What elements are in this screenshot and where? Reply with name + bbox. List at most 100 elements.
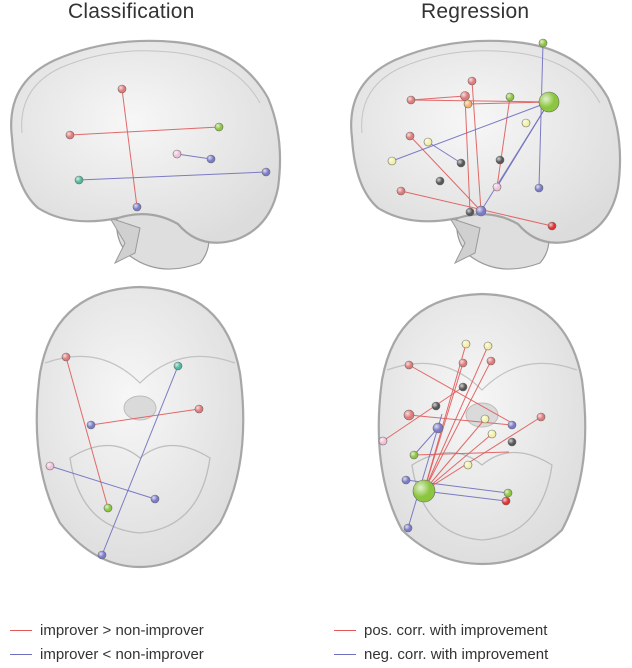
pons-shape — [123, 395, 157, 421]
node-highlight — [487, 357, 495, 365]
node-highlight — [468, 77, 476, 85]
legend-item-improver-greater: improver > non-improver — [10, 622, 204, 639]
node-highlight — [457, 159, 465, 167]
cortex-contour — [361, 50, 601, 134]
node-highlight — [262, 168, 270, 176]
node-highlight — [484, 342, 492, 350]
node-highlight — [436, 177, 444, 185]
legend-blue-line — [10, 654, 32, 655]
node-highlight — [404, 524, 412, 532]
node-highlight — [548, 222, 556, 230]
node-highlight — [75, 176, 83, 184]
node-highlight — [537, 413, 545, 421]
positive-connection-line — [423, 418, 486, 492]
node-highlight — [388, 157, 396, 165]
node-highlight — [407, 96, 415, 104]
node-highlight — [466, 208, 474, 216]
temporal-contour — [386, 362, 578, 391]
node-highlight — [432, 402, 440, 410]
positive-connection-line — [496, 96, 511, 188]
node-highlight — [539, 39, 547, 47]
node-highlight — [118, 85, 126, 93]
positive-connection-line — [410, 99, 550, 103]
regression-sagittal-view — [350, 38, 622, 270]
node-highlight — [424, 138, 432, 146]
positive-connection-line — [464, 95, 471, 213]
cerebellum-contour — [69, 445, 211, 534]
node-highlight — [195, 405, 203, 413]
node-highlight — [62, 353, 70, 361]
node-highlight — [46, 462, 54, 470]
positive-connection-line — [121, 88, 138, 208]
skull-outline-shape — [35, 285, 245, 569]
node-highlight — [397, 187, 405, 195]
negative-connection-line — [176, 153, 212, 160]
positive-connection-line — [423, 416, 542, 492]
legend-item-improver-less: improver < non-improver — [10, 646, 204, 663]
cortex-contour — [21, 50, 261, 134]
node-highlight — [539, 92, 559, 112]
node-highlight — [535, 184, 543, 192]
node-highlight — [506, 93, 514, 101]
regression-axial-view — [377, 292, 587, 566]
positive-connection-line — [382, 386, 464, 442]
legend-item-neg-corr: neg. corr. with improvement — [334, 646, 548, 663]
legend-label: pos. corr. with improvement — [364, 622, 548, 639]
node-highlight — [460, 91, 470, 101]
classification-title: Classification — [68, 0, 195, 23]
negative-connection-line — [496, 101, 550, 188]
positive-connection-line — [423, 345, 489, 492]
cerebrum-shape — [350, 39, 622, 244]
legend-label: improver < non-improver — [40, 646, 204, 663]
node-highlight — [207, 155, 215, 163]
legend-item-pos-corr: pos. corr. with improvement — [334, 622, 547, 639]
node-highlight — [481, 415, 489, 423]
positive-connection-line — [69, 126, 220, 136]
cerebrum-shape — [10, 39, 282, 244]
node-highlight — [522, 119, 530, 127]
legend-label: improver > non-improver — [40, 622, 204, 639]
positive-connection-line — [408, 414, 513, 426]
node-highlight — [504, 489, 512, 497]
node-highlight — [413, 480, 435, 502]
classification-axial-view — [35, 285, 245, 569]
node-highlight — [433, 423, 443, 433]
node-highlight — [151, 495, 159, 503]
negative-connection-line — [391, 101, 550, 162]
legend-blue-line — [334, 654, 356, 655]
positive-connection-line — [408, 364, 513, 424]
node-highlight — [459, 359, 467, 367]
cerebellum-contour — [411, 452, 553, 541]
node-highlight — [508, 438, 516, 446]
node-highlight — [406, 132, 414, 140]
classification-sagittal-view — [10, 39, 282, 270]
temporal-contour — [44, 355, 236, 384]
node-highlight — [66, 131, 74, 139]
node-highlight — [402, 476, 410, 484]
negative-connection-line — [101, 365, 179, 556]
negative-connection-line — [413, 427, 439, 456]
node-highlight — [496, 156, 504, 164]
node-highlight — [459, 383, 467, 391]
node-highlight — [379, 437, 387, 445]
positive-connection-line — [423, 433, 493, 492]
regression-title: Regression — [421, 0, 530, 23]
brainstem-shape — [108, 217, 141, 265]
node-highlight — [410, 451, 418, 459]
node-highlight — [462, 340, 470, 348]
negative-connection-line — [427, 141, 462, 164]
node-highlight — [98, 551, 106, 559]
node-highlight — [476, 206, 486, 216]
negative-connection-line — [423, 490, 507, 502]
negative-connection-line — [78, 171, 267, 181]
brainstem-shape — [448, 217, 481, 265]
positive-connection-line — [471, 80, 482, 212]
node-highlight — [173, 150, 181, 158]
legend-red-line — [334, 630, 356, 631]
node-highlight — [133, 203, 141, 211]
positive-connection-line — [467, 101, 550, 105]
node-highlight — [215, 123, 223, 131]
node-highlight — [174, 362, 182, 370]
node-highlight — [493, 183, 501, 191]
node-highlight — [464, 461, 472, 469]
